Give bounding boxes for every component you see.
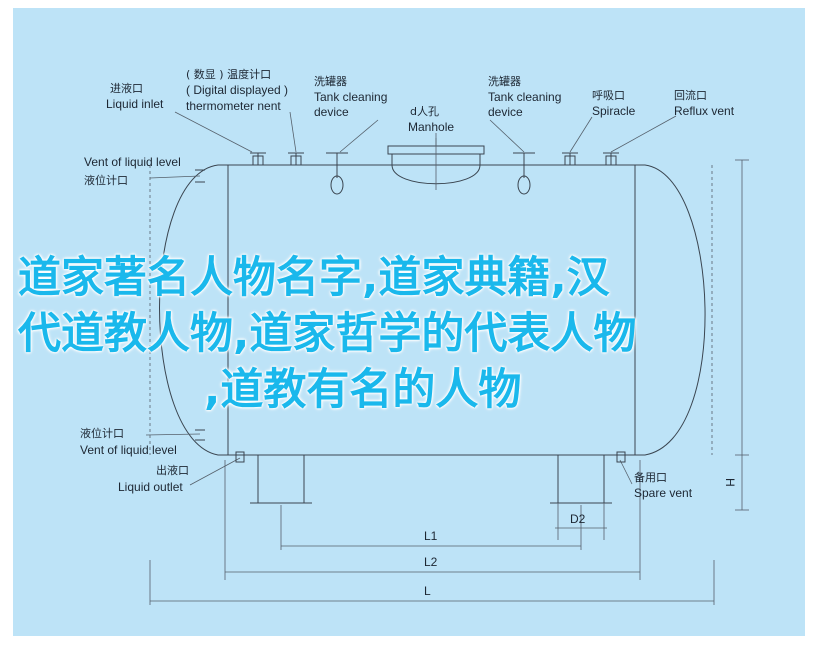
level-bottom-label-en: Vent of liquid level <box>80 443 177 457</box>
dimension-d2: D2 <box>570 512 586 526</box>
tank-cleaning-1-label-en-1: Tank cleaning <box>314 90 387 104</box>
spare-vent-label-cn: 备用口 <box>634 470 667 484</box>
inlet-label-en: Liquid inlet <box>106 97 164 111</box>
thermometer-label-cn: ( 数显 ) 温度计口 <box>186 67 271 81</box>
tank-cleaning-2-label-en-1: Tank cleaning <box>488 90 561 104</box>
spiracle-label-cn: 呼吸口 <box>592 89 625 102</box>
overlay-line-2: 代道教人物,道家哲学的代表人物 <box>18 309 637 359</box>
bottom-structure <box>235 451 626 540</box>
tank-cleaning-2-label-en-2: device <box>488 105 523 119</box>
overlay-line-3: ,道教有名的人物 <box>204 365 522 415</box>
tank-cleaning-1-label-cn: 洗罐器 <box>314 75 347 88</box>
tank-body <box>149 164 713 456</box>
reflux-label-cn: 回流口 <box>674 88 707 102</box>
spiracle-label-en: Spiracle <box>592 104 636 118</box>
manhole-label-en: Manhole <box>408 120 454 134</box>
level-vents <box>195 169 205 441</box>
inlet-label-cn: 进液口 <box>110 81 143 95</box>
leader-lines <box>145 111 677 486</box>
thermometer-label-en-2: thermometer nent <box>186 99 281 113</box>
dimension-l: L <box>424 584 431 598</box>
tank-cleaning-2-label-cn: 洗罐器 <box>488 75 521 88</box>
thermometer-label-en-1: ( Digital displayed ) <box>186 83 288 97</box>
level-top-label-en: Vent of liquid level <box>84 155 181 169</box>
drawing-frame <box>13 8 805 636</box>
tank-cleaning-1-label-en-2: device <box>314 105 349 119</box>
dimension-h: H <box>723 478 737 487</box>
level-top-label-cn: 液位计口 <box>84 173 128 187</box>
top-nozzles <box>250 152 619 195</box>
dimension-l1: L1 <box>424 529 438 543</box>
reflux-label-en: Reflux vent <box>674 104 735 118</box>
outlet-label-cn: 出液口 <box>156 463 189 477</box>
level-bottom-label-cn: 液位计口 <box>80 426 124 440</box>
spare-vent-label-en: Spare vent <box>634 486 693 500</box>
overlay-line-1: 道家著名人物名字,道家典籍,汉 <box>18 253 610 303</box>
outlet-label-en: Liquid outlet <box>118 480 183 494</box>
manhole-label-cn: d人孔 <box>410 105 439 118</box>
dimension-lines <box>149 159 749 605</box>
dimension-l2: L2 <box>424 555 438 569</box>
